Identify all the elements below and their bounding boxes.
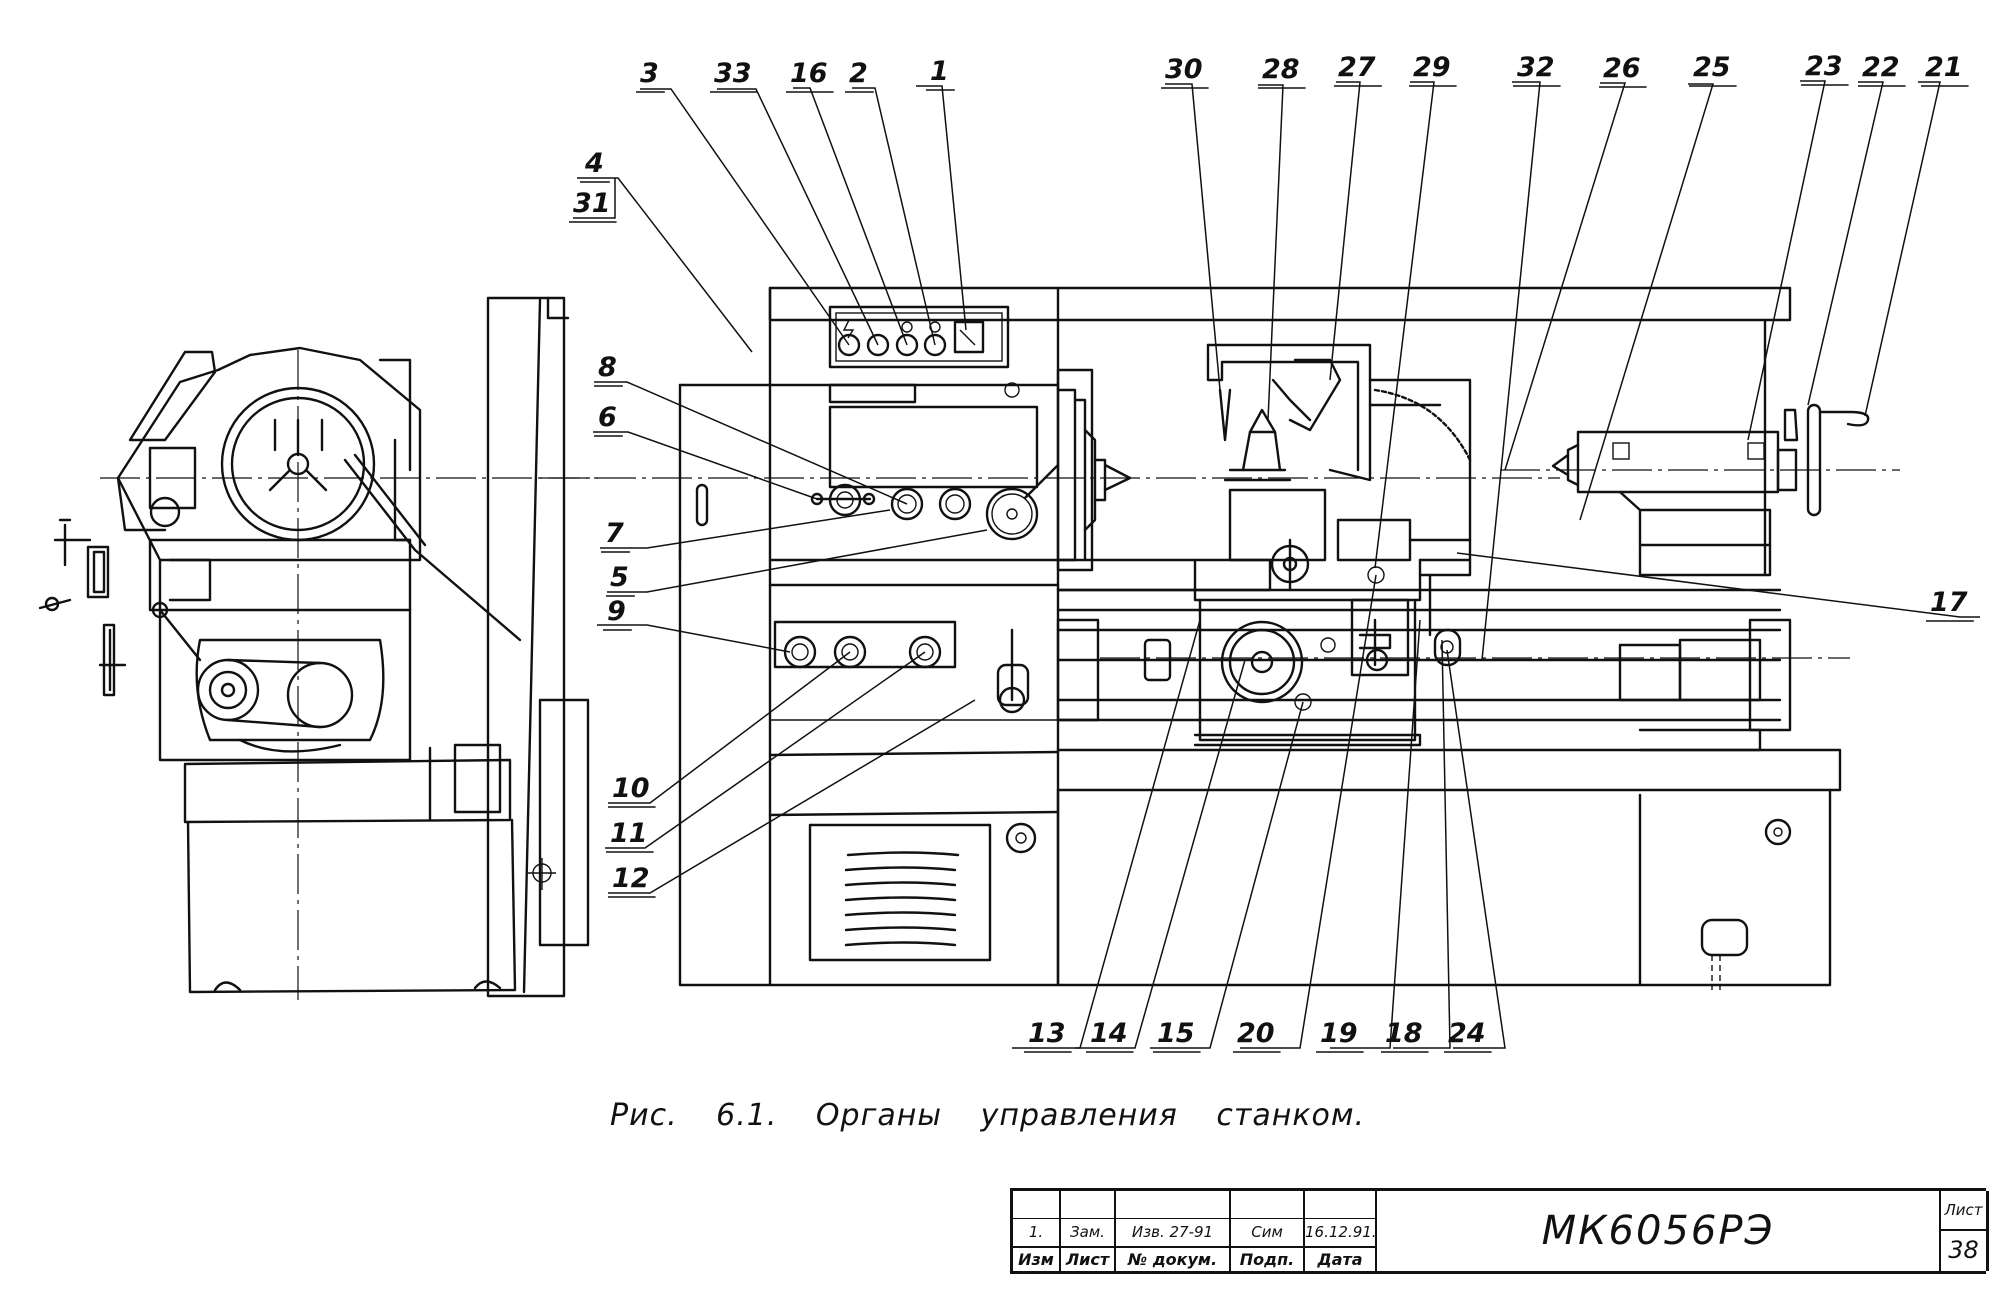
callout-18: 18 (1385, 1018, 1423, 1049)
callout-15: 15 (1157, 1018, 1195, 1049)
callout-9: 9 (607, 596, 626, 627)
callout-24: 24 (1448, 1018, 1486, 1049)
callout-7: 7 (605, 518, 624, 549)
electric-control-panel (828, 305, 1010, 369)
callout-10: 10 (612, 773, 650, 804)
callout-11: 11 (610, 818, 648, 849)
tb-header-change: Изм (1018, 1250, 1054, 1269)
callout-20: 20 (1237, 1018, 1275, 1049)
callout-21: 21 (1925, 52, 1963, 83)
callout-29: 29 (1413, 52, 1451, 83)
tailstock-handwheel[interactable] (1806, 403, 1822, 517)
figure-caption: Рис. 6.1. Органы управления станком. (610, 1098, 1365, 1133)
callout-8: 8 (598, 352, 617, 383)
feed-box-panel (773, 620, 957, 669)
ammeter-icon (953, 320, 985, 354)
tb-document-no: Изв. 27-91 (1116, 1218, 1229, 1248)
lightning-indicator-icon (837, 333, 861, 357)
tb-date: 16.12.91. (1305, 1218, 1375, 1248)
callout-32: 32 (1517, 52, 1555, 83)
leader-lines (573, 80, 1980, 1049)
callout-28: 28 (1262, 54, 1300, 85)
callout-30: 30 (1165, 54, 1203, 85)
coolant-drain (1700, 918, 1749, 957)
callout-33: 33 (714, 58, 752, 89)
front-view (540, 286, 1900, 990)
callout-31: 31 (573, 188, 611, 219)
speed-selector-knobs[interactable] (810, 463, 1060, 541)
callout-14: 14 (1090, 1018, 1128, 1049)
document-code: МК6056РЭ (1377, 1191, 1941, 1271)
callout-19: 19 (1320, 1018, 1358, 1049)
callout-3: 3 (640, 58, 659, 89)
push-button-icon[interactable] (895, 333, 919, 357)
tb-header-docno: № докум. (1127, 1250, 1218, 1269)
tb-header-signature: Подп. (1239, 1250, 1295, 1269)
vent-louvres (844, 851, 960, 947)
callout-23: 23 (1805, 51, 1843, 82)
callout-26: 26 (1603, 53, 1641, 84)
callout-2: 2 (849, 58, 868, 89)
title-block: 1. Изм Зам. Лист Изв. 27-91 № докум. Сим… (1010, 1188, 1989, 1274)
callout-6: 6 (598, 402, 617, 433)
tb-change-no: 1. (1013, 1218, 1059, 1248)
carriage-handwheel[interactable] (1220, 620, 1304, 704)
feed-lever[interactable] (1433, 628, 1462, 667)
callout-13: 13 (1028, 1018, 1066, 1049)
callout-5: 5 (610, 562, 629, 593)
callout-4: 4 (584, 148, 604, 179)
tb-col-change: 1. Изм (1013, 1191, 1061, 1271)
callout-25: 25 (1693, 52, 1731, 83)
tb-sheet: Зам. (1061, 1218, 1114, 1248)
sheet-number: 38 (1948, 1236, 1979, 1264)
tailstock (1576, 430, 1780, 494)
tb-col-docno: Изв. 27-91 № докум. (1116, 1191, 1231, 1271)
callout-1: 1 (930, 56, 949, 87)
callout-22: 22 (1862, 52, 1900, 83)
tb-col-date: 16.12.91. Дата (1305, 1191, 1377, 1271)
callout-12: 12 (612, 863, 650, 894)
sheet-box: Лист 38 (1941, 1191, 1989, 1271)
callout-16: 16 (790, 58, 828, 89)
left-end-view (38, 296, 600, 1000)
tb-header-date: Дата (1317, 1250, 1363, 1269)
callout-17: 17 (1930, 587, 1968, 618)
callout-labels: 3 33 16 2 1 4 31 8 6 7 5 9 10 11 12 30 2… (569, 51, 1974, 1053)
tb-header-sheet: Лист (1065, 1250, 1110, 1269)
tb-col-sheet: Зам. Лист (1061, 1191, 1116, 1271)
sheet-label: Лист (1941, 1191, 1986, 1231)
push-button-icon[interactable] (923, 333, 947, 357)
tb-signature: Сим (1231, 1218, 1303, 1248)
lamp-icon (866, 333, 890, 357)
tb-col-signature: Сим Подп. (1231, 1191, 1305, 1271)
callout-27: 27 (1338, 52, 1376, 83)
